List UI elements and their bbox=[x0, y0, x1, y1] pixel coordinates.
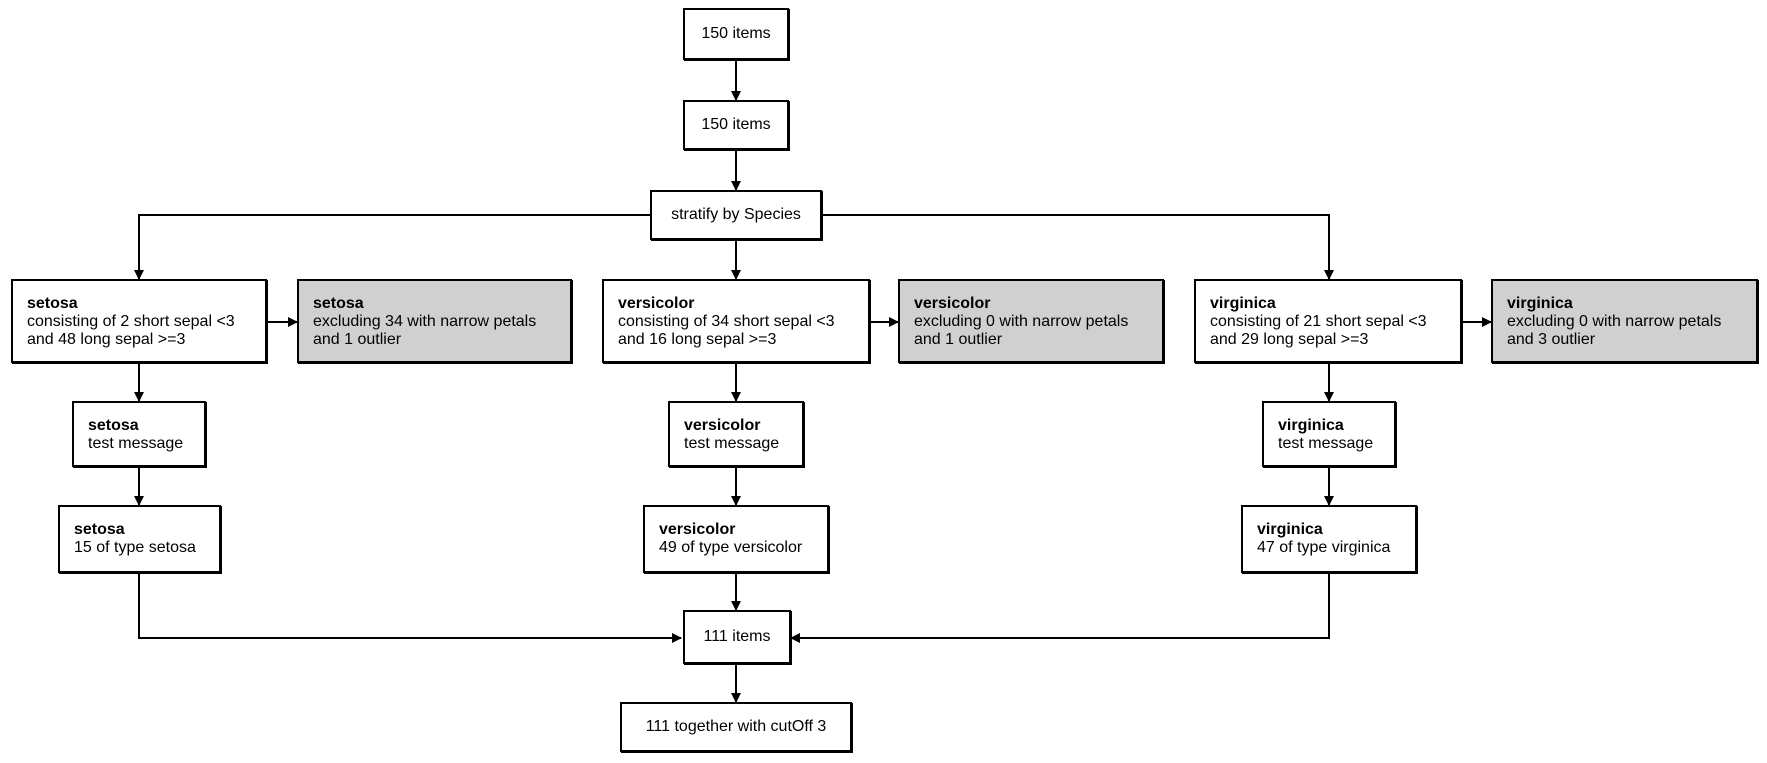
node-combined-label: 111 items bbox=[703, 628, 771, 645]
versicolor-excl-line2: and 1 outlier bbox=[914, 331, 1003, 348]
virginica-msg-title: virginica bbox=[1278, 417, 1344, 434]
versicolor-split-title: versicolor bbox=[618, 295, 695, 312]
node-setosa-count: setosa 15 of type setosa bbox=[58, 505, 221, 573]
setosa-split-title: setosa bbox=[27, 295, 78, 312]
node-versicolor-count: versicolor 49 of type versicolor bbox=[643, 505, 829, 573]
versicolor-count-title: versicolor bbox=[659, 521, 736, 538]
virginica-msg-line: test message bbox=[1278, 435, 1374, 452]
versicolor-split-line1: consisting of 34 short sepal <3 bbox=[618, 313, 835, 330]
node-virginica-count: virginica 47 of type virginica bbox=[1241, 505, 1417, 573]
setosa-count-line: 15 of type setosa bbox=[74, 539, 196, 556]
setosa-excl-title: setosa bbox=[313, 295, 364, 312]
setosa-msg-title: setosa bbox=[88, 417, 139, 434]
node-combined: 111 items bbox=[683, 610, 791, 664]
virginica-count-title: virginica bbox=[1257, 521, 1323, 538]
setosa-split-line2: and 48 long sepal >=3 bbox=[27, 331, 186, 348]
versicolor-excl-title: versicolor bbox=[914, 295, 991, 312]
node-virginica-message: virginica test message bbox=[1262, 401, 1396, 467]
setosa-excl-line2: and 1 outlier bbox=[313, 331, 402, 348]
node-virginica-excluded: virginica excluding 0 with narrow petals… bbox=[1491, 279, 1758, 363]
versicolor-msg-title: versicolor bbox=[684, 417, 761, 434]
virginica-count-line: 47 of type virginica bbox=[1257, 539, 1391, 556]
node-setosa-split: setosa consisting of 2 short sepal <3 an… bbox=[11, 279, 267, 363]
arrow-setosa-count-to-combined bbox=[138, 573, 682, 643]
setosa-split-line1: consisting of 2 short sepal <3 bbox=[27, 313, 235, 330]
node-start: 150 items bbox=[683, 8, 789, 60]
virginica-excl-line2: and 3 outlier bbox=[1507, 331, 1596, 348]
node-stratify-label: stratify by Species bbox=[671, 206, 801, 223]
node-versicolor-message: versicolor test message bbox=[668, 401, 804, 467]
virginica-excl-line1: excluding 0 with narrow petals bbox=[1507, 313, 1722, 330]
node-filtered: 150 items bbox=[683, 100, 789, 150]
node-final: 111 together with cutOff 3 bbox=[620, 702, 852, 752]
versicolor-split-line2: and 16 long sepal >=3 bbox=[618, 331, 777, 348]
arrow-stratify-to-virginica bbox=[822, 214, 1334, 280]
virginica-excl-title: virginica bbox=[1507, 295, 1573, 312]
setosa-count-title: setosa bbox=[74, 521, 125, 538]
node-setosa-message: setosa test message bbox=[72, 401, 206, 467]
setosa-msg-line: test message bbox=[88, 435, 184, 452]
arrow-virginica-count-to-combined bbox=[790, 573, 1330, 643]
arrow-stratify-to-setosa bbox=[134, 214, 650, 280]
node-final-label: 111 together with cutOff 3 bbox=[645, 718, 827, 735]
node-versicolor-split: versicolor consisting of 34 short sepal … bbox=[602, 279, 870, 363]
virginica-split-line2: and 29 long sepal >=3 bbox=[1210, 331, 1369, 348]
virginica-split-line1: consisting of 21 short sepal <3 bbox=[1210, 313, 1427, 330]
node-stratify: stratify by Species bbox=[650, 190, 822, 240]
node-versicolor-excluded: versicolor excluding 0 with narrow petal… bbox=[898, 279, 1164, 363]
versicolor-excl-line1: excluding 0 with narrow petals bbox=[914, 313, 1129, 330]
node-filtered-label: 150 items bbox=[701, 116, 771, 133]
versicolor-count-line: 49 of type versicolor bbox=[659, 539, 803, 556]
node-virginica-split: virginica consisting of 21 short sepal <… bbox=[1194, 279, 1462, 363]
node-setosa-excluded: setosa excluding 34 with narrow petals a… bbox=[297, 279, 572, 363]
versicolor-msg-line: test message bbox=[684, 435, 780, 452]
virginica-split-title: virginica bbox=[1210, 295, 1276, 312]
setosa-excl-line1: excluding 34 with narrow petals bbox=[313, 313, 537, 330]
node-start-label: 150 items bbox=[701, 25, 771, 42]
